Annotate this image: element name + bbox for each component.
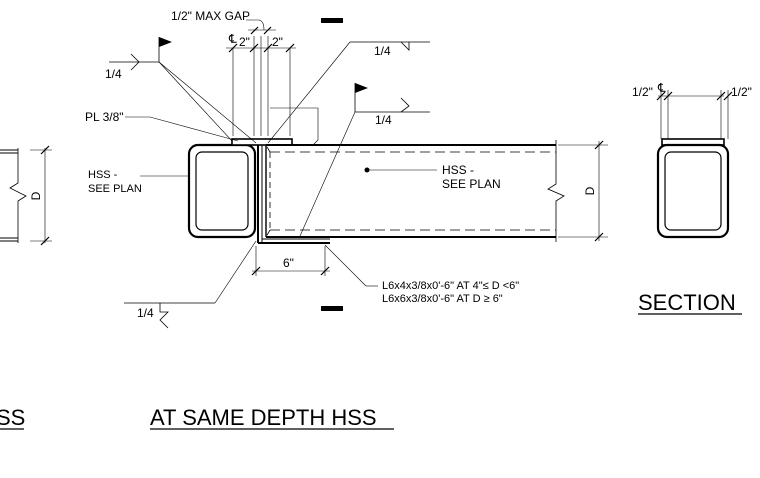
weld-size-top-right: 1/4 <box>374 44 391 58</box>
left-cut-title: SS <box>0 405 25 430</box>
hss-right-label-2: SEE PLAN <box>442 177 501 191</box>
section-cut-bottom <box>321 306 343 311</box>
plate-callout: PL 3/8" <box>85 110 239 142</box>
depth-label-left: D <box>29 191 43 200</box>
angle-spec-2: L6x6x3/8x0'-6" AT D ≥ 6" <box>382 293 503 305</box>
angle-callout: L6x4x3/8x0'-6" AT 4"≤ D <6" L6x6x3/8x0'-… <box>324 244 519 305</box>
dim-6in: 6" <box>283 256 294 270</box>
weld-size-bottom: 1/4 <box>137 306 154 320</box>
main-title: AT SAME DEPTH HSS <box>150 405 377 430</box>
hss-left-member <box>187 143 257 239</box>
left-partial-detail: D <box>0 145 52 246</box>
weld-symbol-top-right: 1/4 <box>267 41 430 144</box>
max-gap-label: 1/2" MAX GAP <box>171 9 250 23</box>
section-dim-left: 1/2" <box>632 85 653 99</box>
centerline-symbol: ℄ <box>228 32 237 46</box>
angle-spec-1: L6x4x3/8x0'-6" AT 4"≤ D <6" <box>382 280 519 292</box>
hss-left-label-1: HSS - <box>88 169 118 181</box>
section-title: SECTION <box>638 290 736 315</box>
section-centerline-symbol: ℄ <box>657 81 666 95</box>
weld-symbol-top-left: 1/4 <box>105 37 257 144</box>
dim-2in-left: 2" <box>239 35 250 49</box>
weld-size-top-left: 1/4 <box>105 67 122 81</box>
weld-symbol-mid-right: 1/4 <box>270 83 430 237</box>
dim-2in-right: 2" <box>272 35 283 49</box>
plate-label: PL 3/8" <box>85 110 124 124</box>
weld-symbol-bottom: 1/4 <box>124 240 257 329</box>
depth-dimension-right: D <box>558 140 608 242</box>
hss-right-member <box>265 140 565 242</box>
angle-length-dimension: 6" <box>251 246 330 276</box>
weld-size-mid-right: 1/4 <box>375 113 392 127</box>
plate-and-angle <box>231 138 330 244</box>
top-dimensions: 1/2" MAX GAP ℄ 2" 2" <box>171 9 296 136</box>
depth-label-right: D <box>583 186 597 195</box>
hss-left-label-2: SEE PLAN <box>88 183 142 195</box>
hss-right-label-1: HSS - <box>442 163 474 177</box>
section-detail: ℄ 1/2" 1/2" <box>632 81 752 239</box>
section-dim-right: 1/2" <box>731 85 752 99</box>
hss-left-callout: HSS - SEE PLAN <box>88 169 188 195</box>
section-cut-top <box>321 18 343 23</box>
